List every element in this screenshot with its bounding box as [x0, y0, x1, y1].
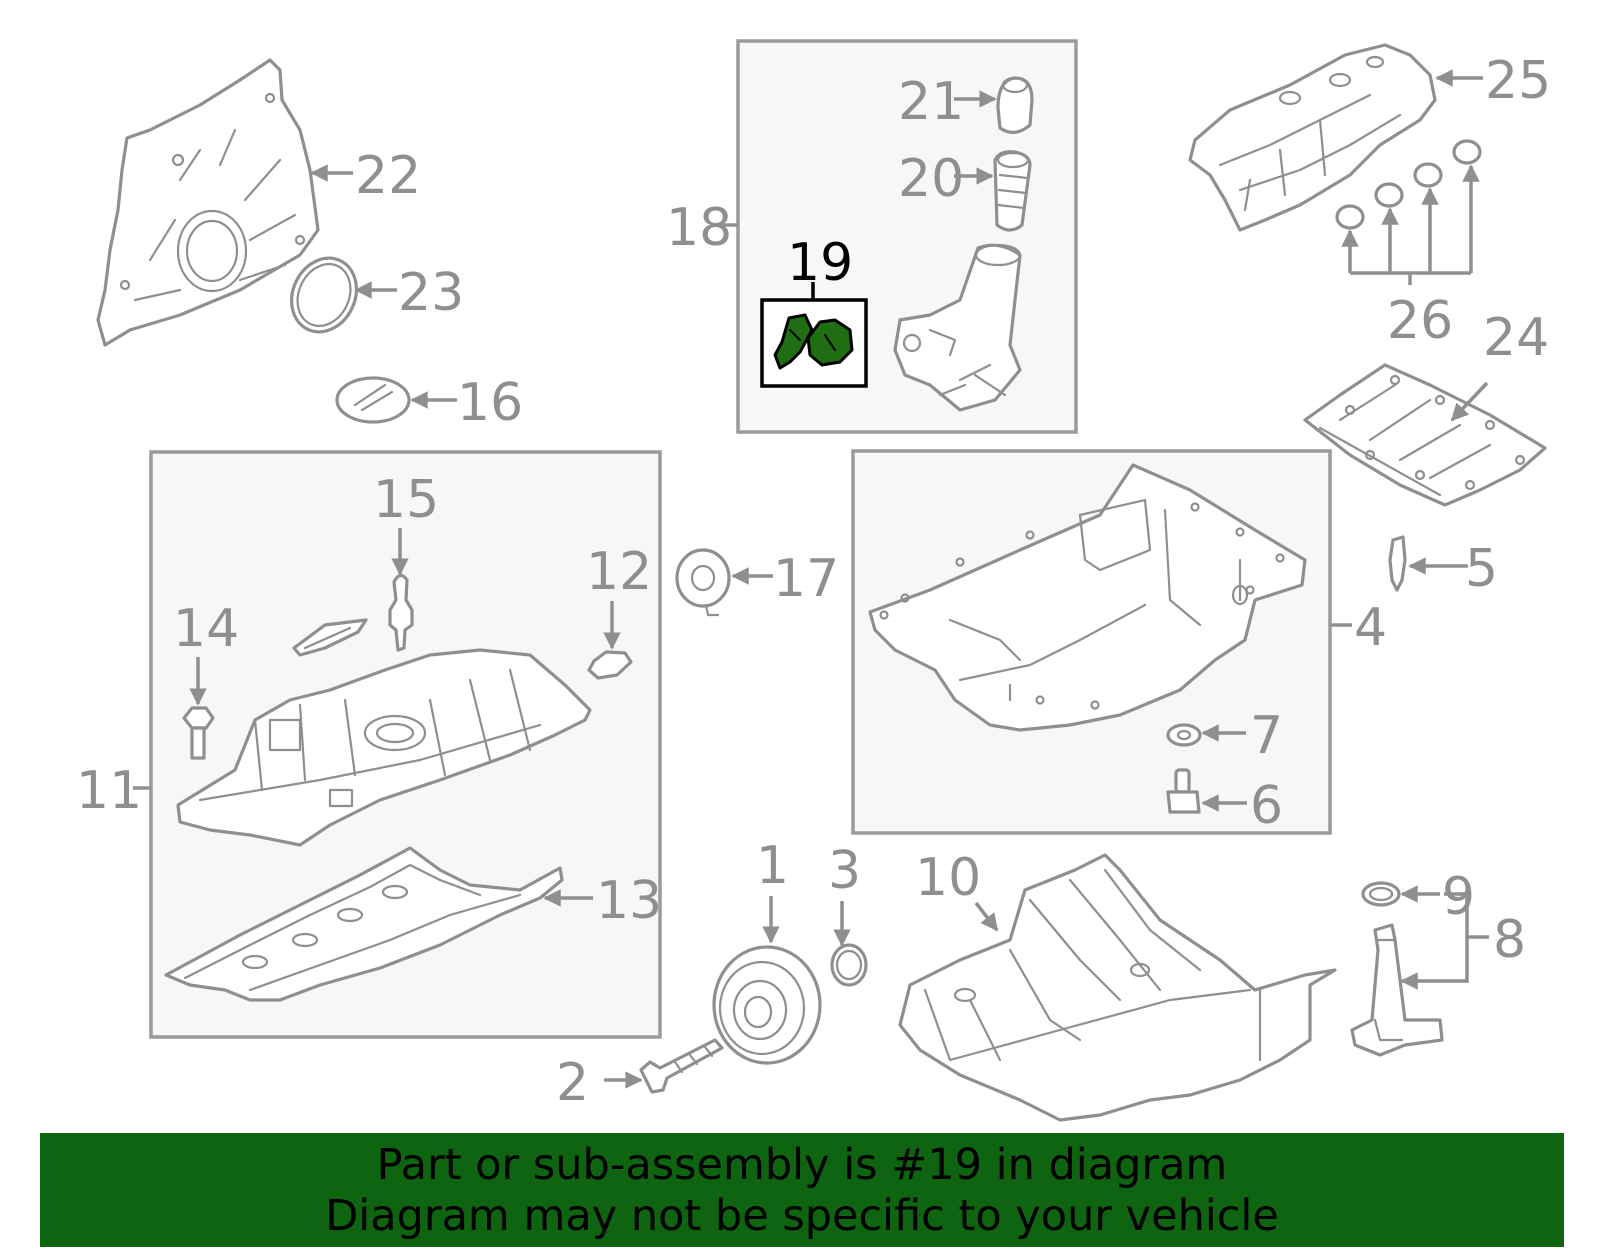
part-17-idler-pulley[interactable]: [675, 548, 731, 617]
part-3-crankshaft-seal[interactable]: [830, 943, 868, 987]
leader-24: [1450, 381, 1489, 422]
part-16-filler-cap[interactable]: [335, 376, 411, 424]
part-24-oil-baffle[interactable]: [1303, 363, 1547, 507]
leader-10: [974, 901, 999, 932]
callout-1: 1: [756, 836, 789, 896]
callout-14: 14: [173, 599, 239, 659]
callout-2: 2: [556, 1053, 589, 1113]
leader-26: [1350, 271, 1471, 285]
part-22-timing-cover[interactable]: [96, 58, 320, 347]
callout-4: 4: [1354, 598, 1387, 658]
callout-7: 7: [1250, 706, 1283, 766]
callout-18: 18: [666, 198, 732, 258]
callout-24: 24: [1483, 308, 1549, 368]
callout-13: 13: [596, 871, 662, 931]
callout-19: 19: [787, 233, 853, 293]
info-banner: Part or sub-assembly is #19 in diagram D…: [40, 1133, 1564, 1247]
callout-21: 21: [898, 72, 964, 132]
part-26-intake-seals[interactable]: [1335, 139, 1482, 230]
part-4-upper-oil-pan[interactable]: [868, 463, 1307, 732]
part-21-filter-cap[interactable]: [996, 76, 1034, 134]
part-13-valve-cover-gasket[interactable]: [164, 846, 564, 1002]
part-11-valve-cover[interactable]: [176, 648, 592, 847]
callout-25: 25: [1485, 51, 1551, 111]
part-10-lower-oil-pan[interactable]: [898, 853, 1337, 1122]
callout-15: 15: [373, 470, 439, 530]
banner-line-2: Diagram may not be specific to your vehi…: [325, 1191, 1279, 1241]
callout-9: 9: [1442, 867, 1475, 927]
callout-20: 20: [898, 149, 964, 209]
callout-6: 6: [1250, 776, 1283, 836]
part-12-gasket-small[interactable]: [587, 650, 633, 680]
callout-22: 22: [355, 146, 421, 206]
part-filter-housing[interactable]: [893, 243, 1022, 412]
part-19-highlighted-gasket[interactable]: [773, 313, 854, 370]
callout-3: 3: [828, 841, 861, 901]
part-14-bolt[interactable]: [182, 706, 215, 760]
part-7-washer[interactable]: [1166, 723, 1202, 747]
part-20-filter-element[interactable]: [993, 150, 1032, 232]
callout-10: 10: [915, 848, 981, 908]
callout-8: 8: [1493, 910, 1526, 970]
part-5-oil-level-sensor[interactable]: [1388, 535, 1407, 592]
callout-23: 23: [398, 263, 464, 323]
part-insulator-pad[interactable]: [292, 618, 368, 657]
callout-5: 5: [1465, 539, 1498, 599]
banner-line-1: Part or sub-assembly is #19 in diagram: [376, 1140, 1228, 1190]
part-6-drain-plug[interactable]: [1166, 768, 1201, 814]
callout-12: 12: [586, 542, 652, 602]
callout-16: 16: [457, 373, 523, 433]
callout-26: 26: [1387, 291, 1453, 351]
part-1-crankshaft-pulley[interactable]: [712, 945, 822, 1065]
callout-17: 17: [773, 549, 839, 609]
part-15-stud[interactable]: [388, 573, 414, 652]
part-9-seal[interactable]: [1361, 881, 1401, 907]
part-2-pulley-bolt[interactable]: [639, 1038, 724, 1094]
callout-11: 11: [76, 761, 142, 821]
part-23-seal-ring[interactable]: [280, 247, 368, 342]
part-25-intake-manifold[interactable]: [1188, 43, 1437, 232]
part-8-oil-pickup[interactable]: [1350, 923, 1444, 1057]
